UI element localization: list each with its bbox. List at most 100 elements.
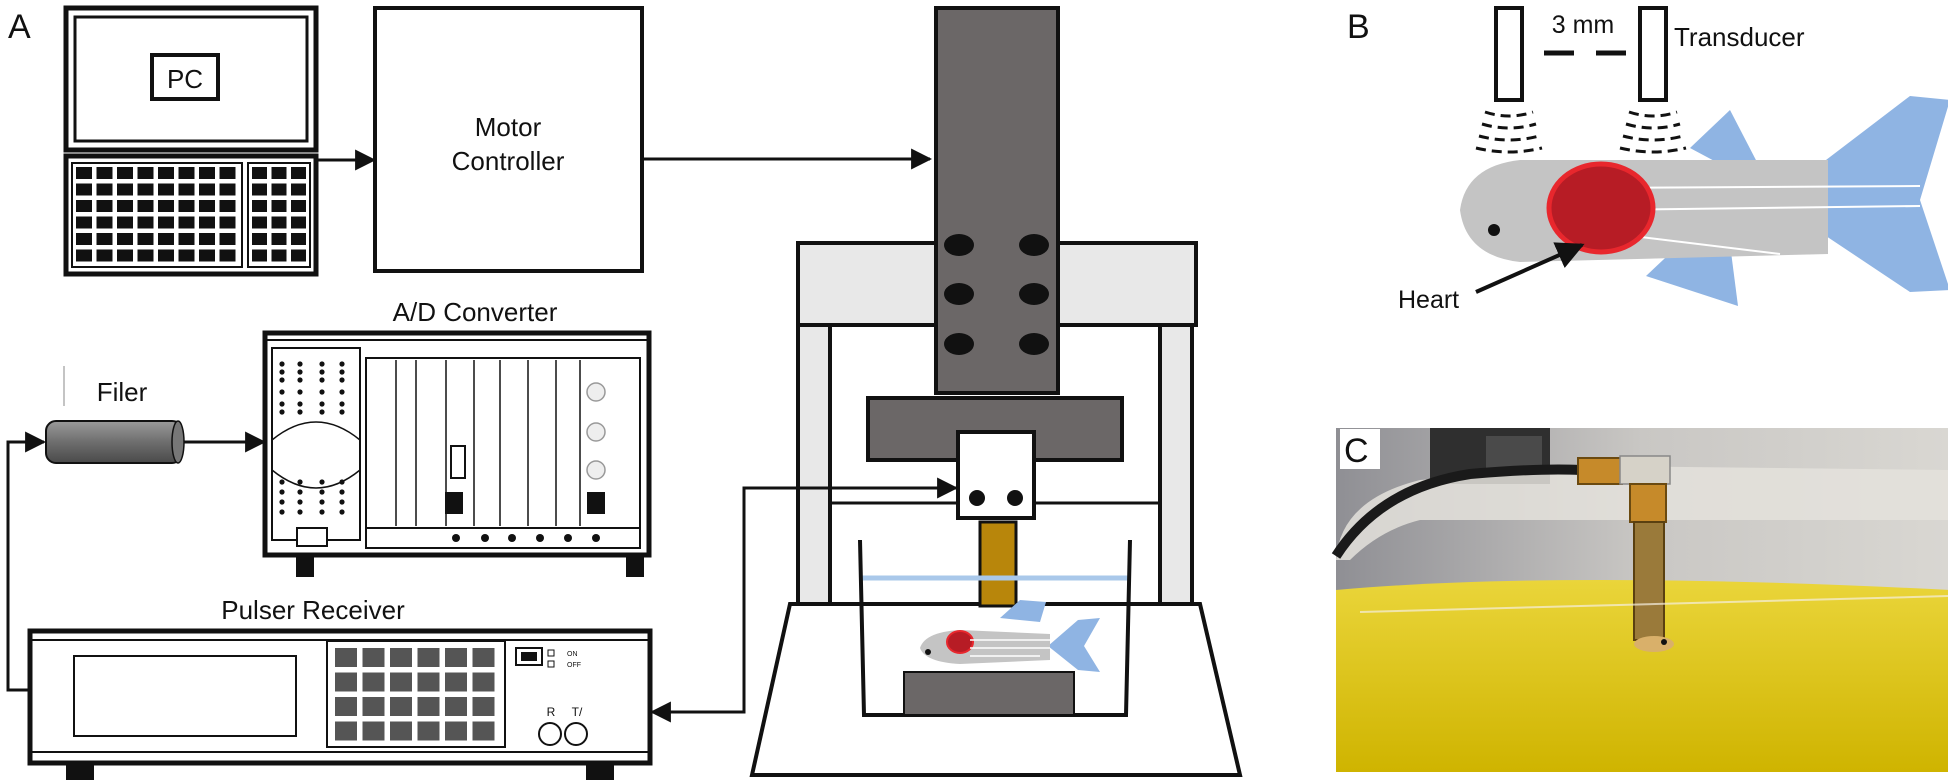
keyboard-key <box>219 233 236 245</box>
ad-dot <box>297 401 303 407</box>
ad-dot <box>319 409 325 415</box>
pulser-receiver-label: Pulser Receiver <box>221 595 405 625</box>
fish-icon-large <box>1460 96 1948 306</box>
keyboard-key <box>199 167 215 179</box>
keypad-key <box>390 721 412 741</box>
keyboard-key <box>271 216 287 229</box>
ad-dot <box>297 409 303 415</box>
ad-dot <box>297 499 303 505</box>
keypad-key <box>390 697 412 716</box>
wave-arc <box>1619 146 1687 154</box>
keyboard-key <box>178 167 195 179</box>
keyboard-key <box>178 200 195 212</box>
heart-label: Heart <box>1398 286 1459 314</box>
ad-dot <box>279 369 285 375</box>
keyboard-key <box>76 183 92 196</box>
keyboard-key <box>96 233 113 245</box>
ad-dot <box>279 479 285 485</box>
keyboard-key <box>117 167 133 179</box>
keypad-key <box>390 648 412 667</box>
wave-arc <box>1481 122 1537 130</box>
keyboard-key <box>158 183 174 196</box>
ad-dot <box>279 409 285 415</box>
ad-dot <box>297 389 303 395</box>
wave-arc <box>1475 146 1543 154</box>
keyboard-key <box>291 183 306 196</box>
ad-dot <box>319 499 325 505</box>
keyboard-key <box>252 183 267 196</box>
ad-dot <box>279 389 285 395</box>
keypad-key <box>335 721 357 741</box>
pulser-keypad <box>335 648 495 741</box>
rail-hole <box>1019 234 1049 256</box>
heart-arrow <box>1475 242 1585 294</box>
keypad-key <box>335 672 357 692</box>
ad-connector <box>592 534 600 542</box>
keyboard-key <box>271 200 287 212</box>
keyboard-key <box>219 167 236 179</box>
transducer-label: Transducer <box>1674 22 1805 52</box>
filter-label: Filer <box>97 377 148 407</box>
keyboard-key <box>199 216 215 229</box>
keyboard-key <box>76 233 92 245</box>
keyboard-key <box>96 167 113 179</box>
ad-control-dots <box>279 361 345 515</box>
keypad-key <box>472 672 495 692</box>
keyboard-key <box>252 249 267 262</box>
ad-converter-device <box>262 330 652 577</box>
arrow-pulser-to-filter <box>6 431 47 692</box>
ad-dot <box>319 377 325 383</box>
ad-dot <box>339 369 345 375</box>
keypad-key <box>362 697 385 716</box>
keyboard-key <box>219 200 236 212</box>
motor-controller-box <box>373 6 644 273</box>
keyboard-key <box>252 233 267 245</box>
ad-dot <box>297 377 303 383</box>
keyboard-right-keys <box>247 162 311 268</box>
knob-r-label: R <box>547 705 556 719</box>
keyboard-key <box>137 183 154 196</box>
ad-dot <box>319 361 325 367</box>
ad-dot <box>297 509 303 515</box>
keypad-key <box>390 672 412 692</box>
keypad-key <box>362 648 385 667</box>
keyboard-key <box>158 167 174 179</box>
ad-dot <box>339 509 345 515</box>
keyboard-key <box>199 200 215 212</box>
keypad-key <box>445 648 467 667</box>
keyboard-key <box>76 200 92 212</box>
pulser-receiver-device: ON OFF R T/ <box>27 628 653 780</box>
ad-dot <box>319 389 325 395</box>
knob-t-label: T/ <box>572 705 583 719</box>
keyboard-key <box>96 216 113 229</box>
keyboard-key <box>252 216 267 229</box>
ad-dot <box>319 509 325 515</box>
keyboard-key <box>117 183 133 196</box>
heart-icon <box>1546 161 1656 255</box>
ultrasound-wave-icon <box>1475 110 1687 154</box>
spacing-label: 3 mm <box>1552 11 1615 39</box>
rail-holes <box>944 234 1049 355</box>
keyboard-icon <box>63 153 319 277</box>
keypad-key <box>472 648 495 667</box>
ad-dot <box>339 479 345 485</box>
pc-label: PC <box>167 64 203 94</box>
wave-arc <box>1628 110 1678 118</box>
keyboard-key <box>96 183 113 196</box>
keyboard-key <box>158 216 174 229</box>
keyboard-key <box>178 183 195 196</box>
keypad-key <box>362 721 385 741</box>
keyboard-key <box>96 200 113 212</box>
keyboard-key <box>178 216 195 229</box>
ad-dot <box>279 499 285 505</box>
ad-dot <box>339 361 345 367</box>
keyboard-key <box>178 233 195 245</box>
keyboard-key <box>178 249 195 262</box>
keypad-key <box>335 648 357 667</box>
ad-dot <box>279 509 285 515</box>
ad-connector <box>452 534 460 542</box>
power-on-label: ON <box>567 651 578 658</box>
ad-connector <box>536 534 544 542</box>
rail-hole <box>944 234 974 256</box>
computer-monitor-icon <box>63 5 319 153</box>
